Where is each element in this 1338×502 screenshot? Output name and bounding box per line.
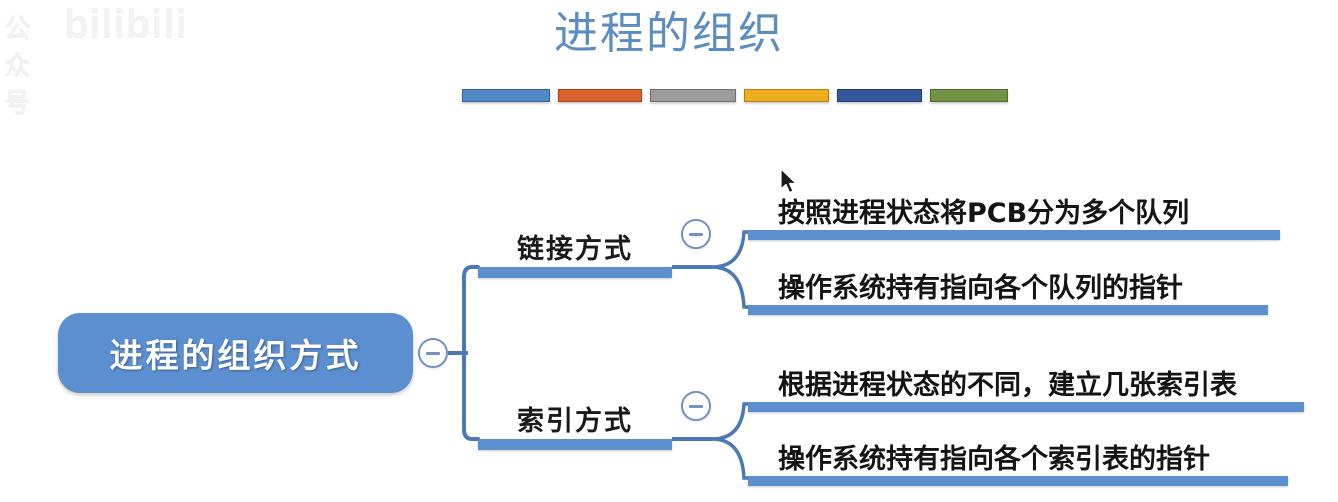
divider-bar-gray <box>650 89 736 102</box>
divider-bar-darkblue <box>837 89 922 102</box>
leaf-node-index-child-1[interactable]: 根据进程状态的不同，建立几张索引表 <box>748 342 1304 412</box>
branch-label-link-method: 链接方式 <box>517 234 633 265</box>
leaf-underline-link-child-2 <box>748 305 1268 315</box>
divider-bar-orange <box>558 89 642 102</box>
leaf-node-link-child-1[interactable]: 按照进程状态将PCB分为多个队列 <box>748 170 1280 240</box>
mindmap-root-label: 进程的组织方式 <box>109 336 362 375</box>
leaf-underline-index-child-1 <box>748 402 1304 412</box>
leaf-underline-link-child-1 <box>748 230 1280 240</box>
minus-icon <box>426 352 440 355</box>
branch-underline-link-method <box>478 267 672 278</box>
minus-icon <box>689 233 703 236</box>
branch-label-index-method: 索引方式 <box>517 406 633 437</box>
leaf-underline-index-child-2 <box>748 476 1288 486</box>
mindmap-root-node[interactable]: 进程的组织方式 <box>58 313 413 393</box>
leaf-node-index-child-2[interactable]: 操作系统持有指向各个索引表的指针 <box>748 416 1288 486</box>
link-method-collapse-toggle-icon[interactable] <box>681 219 711 249</box>
branch-node-link-method[interactable]: 链接方式 <box>478 205 672 278</box>
root-collapse-toggle-icon[interactable] <box>418 338 448 368</box>
index-method-collapse-toggle-icon[interactable] <box>681 391 711 421</box>
branch-node-index-method[interactable]: 索引方式 <box>478 377 672 450</box>
branch-underline-index-method <box>478 439 672 450</box>
divider-bar-yellow <box>744 89 829 102</box>
divider-bar-strip <box>462 89 1008 103</box>
watermark-cn-text: 公众号 <box>4 14 32 118</box>
leaf-label-index-child-2: 操作系统持有指向各个索引表的指针 <box>778 444 1210 475</box>
divider-bar-green <box>930 89 1008 102</box>
slide-title: 进程的组织 <box>554 8 784 59</box>
divider-bar-blue <box>462 89 550 102</box>
leaf-node-link-child-2[interactable]: 操作系统持有指向各个队列的指针 <box>748 245 1268 315</box>
mouse-cursor-icon <box>780 168 797 194</box>
minus-icon <box>689 405 703 408</box>
leaf-label-link-child-2: 操作系统持有指向各个队列的指针 <box>778 273 1183 304</box>
leaf-label-link-child-1: 按照进程状态将PCB分为多个队列 <box>778 198 1190 229</box>
watermark-en-text: bilibili <box>64 2 188 46</box>
leaf-label-index-child-1: 根据进程状态的不同，建立几张索引表 <box>778 370 1237 401</box>
